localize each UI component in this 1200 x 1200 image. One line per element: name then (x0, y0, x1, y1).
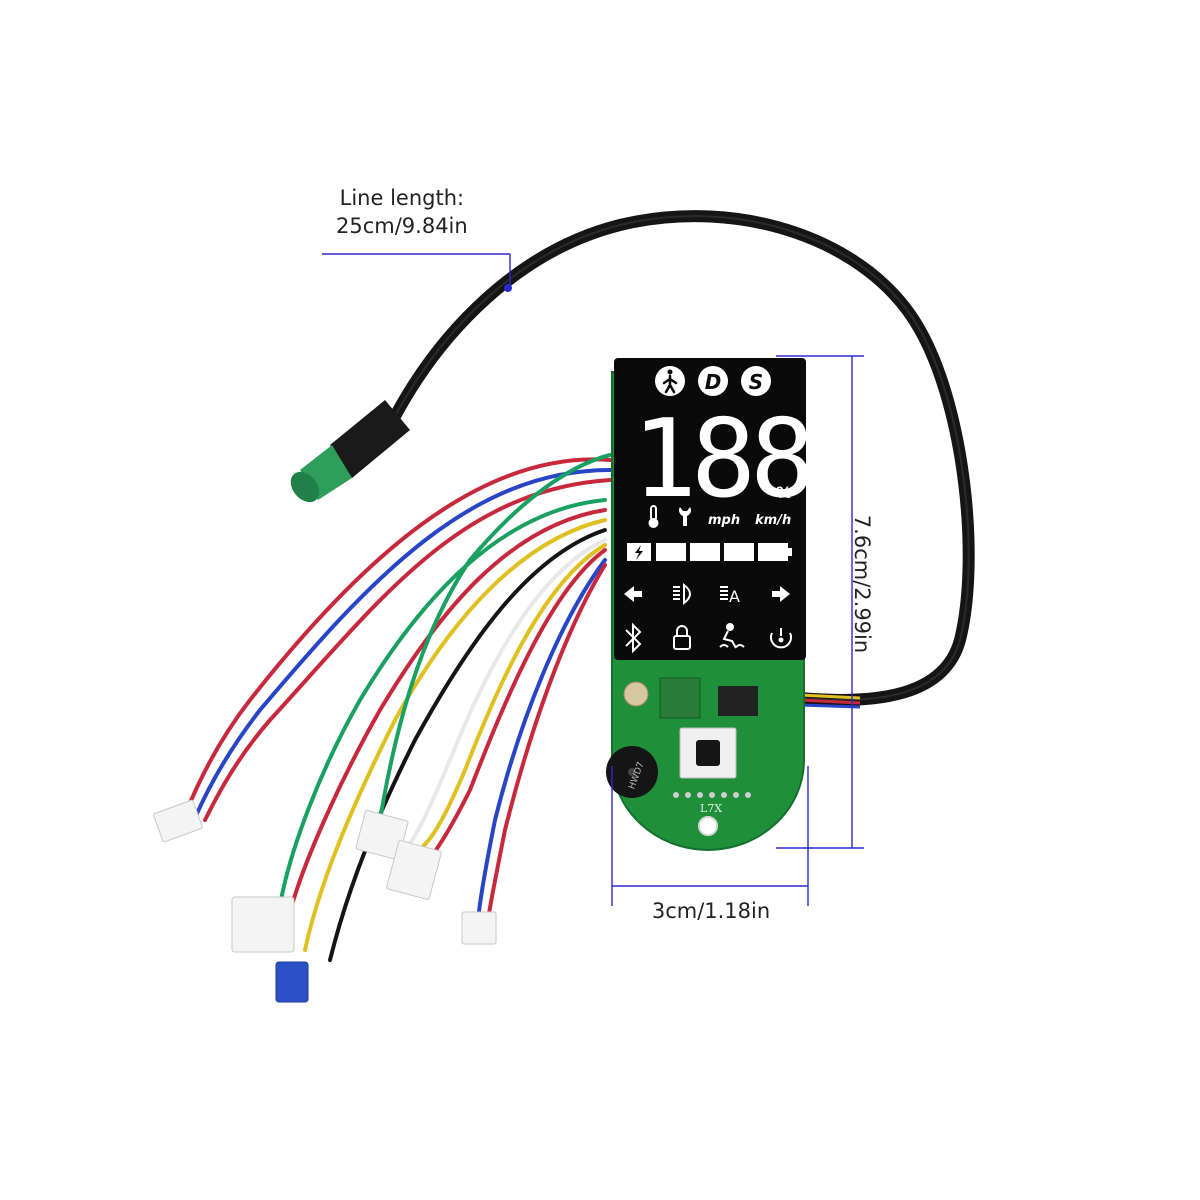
bullet-connector (290, 400, 410, 503)
mode-s-label: S (749, 370, 763, 394)
lock-icon (673, 625, 691, 650)
lcd-display: D S 188 % mph km/h (614, 358, 815, 660)
tire-pressure-icon (770, 628, 792, 649)
mode-d-badge (698, 366, 728, 396)
percent-symbol: % (776, 483, 792, 502)
bluetooth-icon (625, 622, 642, 654)
main-cable (386, 210, 975, 706)
battery-segment (724, 543, 754, 561)
headlight-icon (673, 582, 691, 606)
mode-s-badge (741, 366, 771, 396)
mode-d-label: D (705, 370, 722, 394)
unit-kmh: km/h (755, 513, 791, 528)
height-dimension-label: 7.6cm/2.99in (850, 514, 874, 654)
wrench-icon (679, 507, 692, 526)
speed-digits: 188 (632, 397, 809, 522)
svg-text:A: A (729, 587, 740, 606)
battery-segment (758, 543, 788, 561)
thermometer-icon (648, 505, 659, 528)
line-length-label: Line length: 25cm/9.84in (336, 184, 468, 240)
line-length-value: 25cm/9.84in (336, 214, 468, 238)
wire-connectors (153, 799, 497, 1003)
pedestrian-icon (662, 369, 678, 394)
battery-segment (656, 543, 686, 561)
pcb-silkscreen: L7X (700, 802, 722, 815)
wire-bundle (183, 453, 612, 962)
lightning-icon (635, 545, 643, 560)
arrow-left-icon (624, 586, 642, 602)
arrow-right-icon (772, 586, 790, 602)
battery-segment (690, 543, 720, 561)
line-length-title: Line length: (339, 186, 465, 210)
cruise-icon (719, 623, 745, 649)
auto-light-icon: A (720, 586, 740, 606)
unit-mph: mph (708, 513, 740, 528)
dimension-lines (322, 253, 864, 906)
battery-indicator (627, 543, 792, 561)
width-dimension-label: 3cm/1.18in (651, 899, 771, 923)
